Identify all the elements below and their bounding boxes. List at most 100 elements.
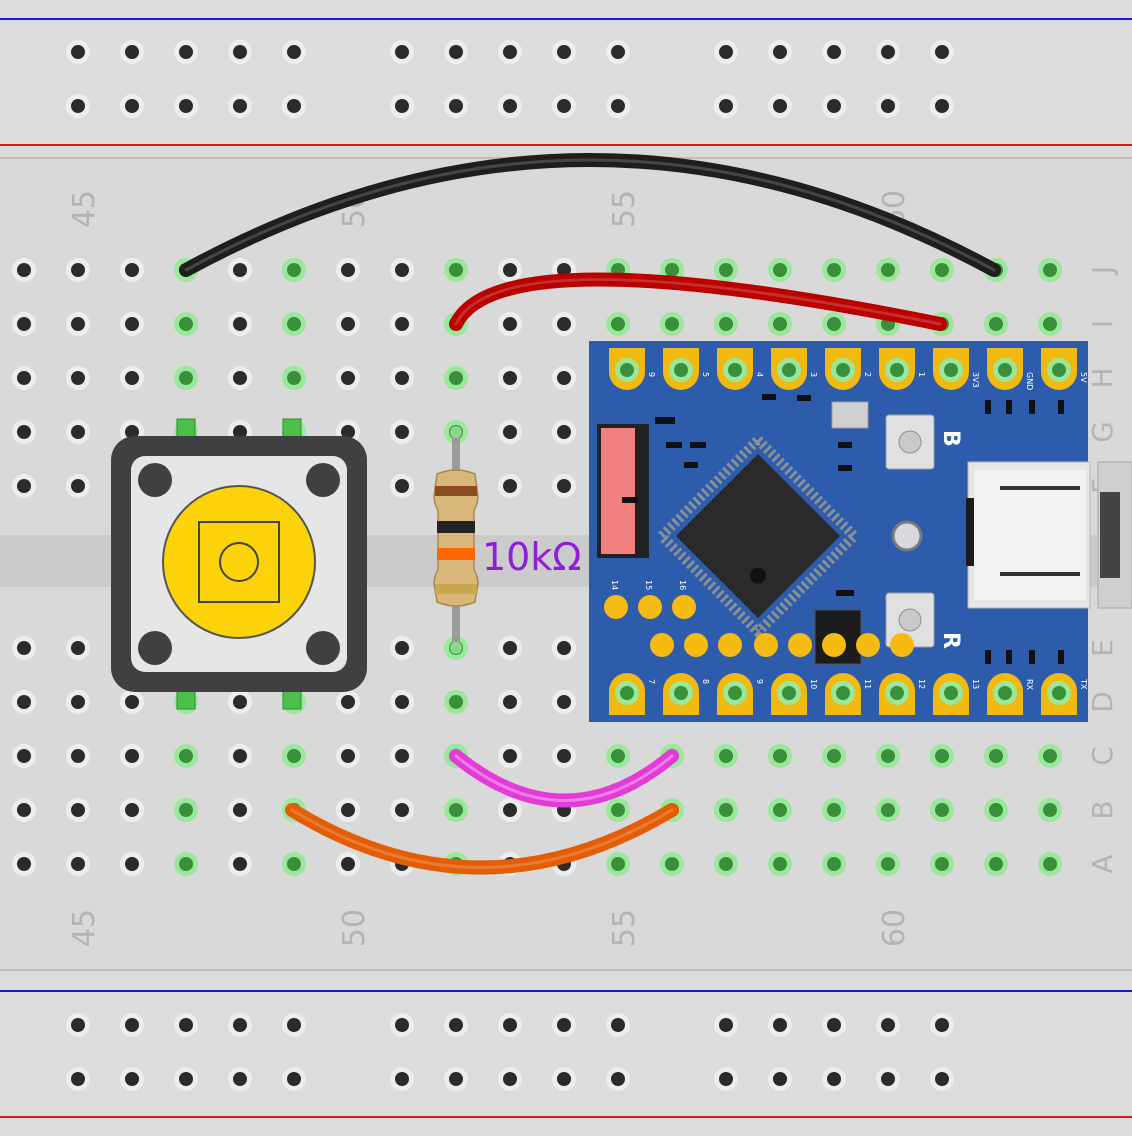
breadboard-hole[interactable] [174,312,198,336]
rail-hole[interactable] [714,94,738,118]
arduino-bottom-pin-0[interactable]: 7 [609,673,656,715]
breadboard-hole[interactable] [12,798,36,822]
rail-hole[interactable] [768,94,792,118]
breadboard-hole[interactable] [714,744,738,768]
breadboard-hole[interactable] [228,366,252,390]
breadboard-hole[interactable] [498,474,522,498]
rail-hole[interactable] [282,1013,306,1037]
rail-hole[interactable] [498,1013,522,1037]
breadboard-hole[interactable] [390,636,414,660]
breadboard-hole[interactable] [390,744,414,768]
rail-hole[interactable] [174,1013,198,1037]
arduino-bottom-pin-7[interactable]: RX [987,673,1034,715]
rail-hole[interactable] [66,94,90,118]
rail-hole[interactable] [714,1013,738,1037]
breadboard-hole[interactable] [120,690,144,714]
rail-hole[interactable] [876,94,900,118]
rail-hole[interactable] [120,40,144,64]
rail-hole[interactable] [768,1013,792,1037]
breadboard-hole[interactable] [930,852,954,876]
rail-hole[interactable] [930,94,954,118]
arduino-top-pin-8[interactable]: 5V [1041,348,1088,390]
orange-wire[interactable] [285,803,679,875]
rail-hole[interactable] [66,1067,90,1091]
rail-hole[interactable] [714,1067,738,1091]
breadboard-hole[interactable] [66,798,90,822]
breadboard-hole[interactable] [984,744,1008,768]
breadboard-hole[interactable] [984,312,1008,336]
rail-hole[interactable] [822,40,846,64]
breadboard-hole[interactable] [498,258,522,282]
rail-hole[interactable] [282,40,306,64]
breadboard-hole[interactable] [444,690,468,714]
pushbutton-cap[interactable] [162,485,316,639]
breadboard-hole[interactable] [768,852,792,876]
breadboard-hole[interactable] [822,312,846,336]
breadboard-hole[interactable] [1038,852,1062,876]
breadboard-hole[interactable] [228,798,252,822]
breadboard-hole[interactable] [606,852,630,876]
pushbutton[interactable] [111,418,367,710]
arduino-bottom-pin-6[interactable]: 13 [933,673,980,715]
breadboard-hole[interactable] [120,258,144,282]
rail-hole[interactable] [876,40,900,64]
breadboard-hole[interactable] [390,420,414,444]
rail-hole[interactable] [120,1013,144,1037]
rail-hole[interactable] [444,1067,468,1091]
breadboard-hole[interactable] [606,744,630,768]
breadboard-hole[interactable] [228,744,252,768]
breadboard-hole[interactable] [12,852,36,876]
breadboard-hole[interactable] [660,312,684,336]
arduino-top-pin-5[interactable]: 1 [879,348,926,390]
breadboard-hole[interactable] [174,852,198,876]
breadboard-hole[interactable] [768,744,792,768]
rail-hole[interactable] [552,94,576,118]
breadboard-hole[interactable] [498,798,522,822]
breadboard-hole[interactable] [1038,312,1062,336]
rail-hole[interactable] [714,40,738,64]
breadboard-hole[interactable] [606,798,630,822]
rail-hole[interactable] [606,40,630,64]
breadboard-hole[interactable] [498,312,522,336]
breadboard-hole[interactable] [1038,798,1062,822]
resistor[interactable]: 10kΩ [433,426,581,654]
rail-hole[interactable] [876,1067,900,1091]
rail-hole[interactable] [390,40,414,64]
breadboard-hole[interactable] [228,312,252,336]
breadboard-hole[interactable] [66,474,90,498]
breadboard-hole[interactable] [228,258,252,282]
arduino-bottom-pin-3[interactable]: 10 [771,673,818,715]
breadboard-hole[interactable] [552,474,576,498]
arduino-bottom-pin-5[interactable]: 12 [879,673,926,715]
breadboard-hole[interactable] [552,636,576,660]
arduino-top-pin-6[interactable]: 3V3 [933,348,980,390]
magenta-wire[interactable] [449,749,679,808]
rail-hole[interactable] [822,94,846,118]
breadboard-hole[interactable] [174,366,198,390]
rail-hole[interactable] [66,40,90,64]
breadboard-hole[interactable] [498,366,522,390]
breadboard-hole[interactable] [768,258,792,282]
breadboard-hole[interactable] [282,744,306,768]
breadboard-hole[interactable] [282,852,306,876]
breadboard-hole[interactable] [768,312,792,336]
arduino-bottom-pin-8[interactable]: TX [1041,673,1088,715]
rail-hole[interactable] [606,1067,630,1091]
rail-hole[interactable] [606,94,630,118]
breadboard-hole[interactable] [66,258,90,282]
breadboard-hole[interactable] [498,744,522,768]
breadboard-hole[interactable] [822,744,846,768]
breadboard-hole[interactable] [822,258,846,282]
breadboard-hole[interactable] [120,852,144,876]
rail-hole[interactable] [228,94,252,118]
breadboard-hole[interactable] [12,258,36,282]
breadboard-hole[interactable] [390,690,414,714]
rail-hole[interactable] [822,1067,846,1091]
breadboard-hole[interactable] [714,798,738,822]
rail-hole[interactable] [174,94,198,118]
breadboard-hole[interactable] [930,258,954,282]
breadboard-hole[interactable] [822,798,846,822]
breadboard-hole[interactable] [552,690,576,714]
breadboard-hole[interactable] [390,312,414,336]
breadboard-hole[interactable] [66,312,90,336]
